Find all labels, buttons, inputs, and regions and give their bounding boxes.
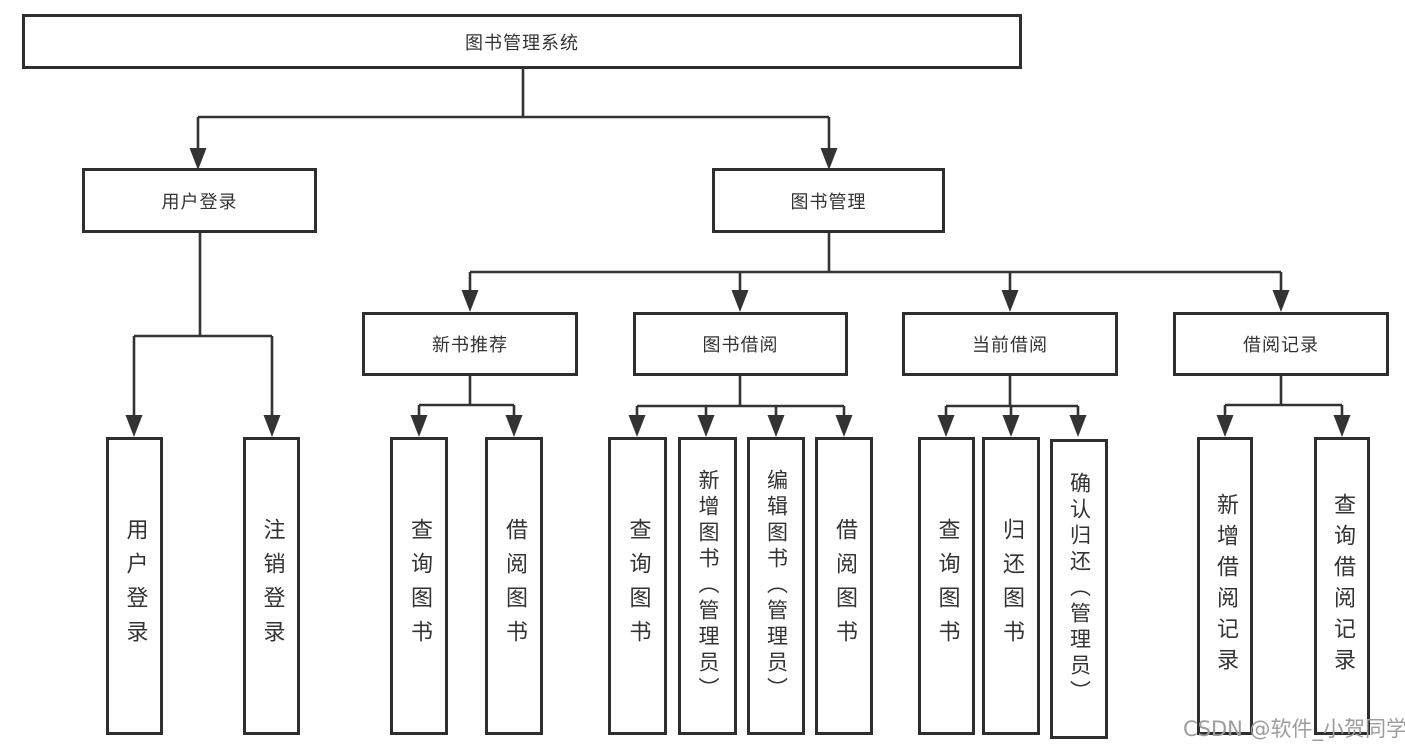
leaf-borrow-books-recommend: 借阅图书	[485, 437, 543, 735]
node-label: 编辑图书（管理员）	[764, 469, 789, 703]
arrowheads	[125, 148, 1351, 437]
node-user-login: 用户登录	[82, 168, 317, 233]
node-label: 借阅图书	[502, 518, 527, 654]
leaf-query-books-recommend: 查询图书	[390, 437, 448, 735]
leaf-add-borrow-record: 新增借阅记录	[1197, 437, 1253, 735]
node-book-borrow: 图书借阅	[633, 312, 848, 376]
leaf-borrow-books: 借阅图书	[815, 437, 873, 735]
leaf-user-login: 用户登录	[106, 437, 163, 735]
leaf-query-books-current: 查询图书	[918, 437, 975, 735]
node-label: 借阅记录	[1243, 335, 1319, 356]
node-label: 用户登录	[161, 191, 238, 213]
node-label: 归还图书	[999, 518, 1024, 654]
leaf-edit-book-admin: 编辑图书（管理员）	[747, 437, 805, 735]
watermark-text: CSDN @软件_小贺同学	[1183, 717, 1405, 741]
leaf-return-book: 归还图书	[982, 437, 1040, 735]
leaf-confirm-return-admin: 确认归还（管理员）	[1050, 439, 1108, 739]
node-label: 查询图书	[934, 518, 960, 654]
node-book-management: 图书管理	[712, 168, 945, 233]
node-label: 图书管理系统	[465, 32, 579, 54]
node-label: 查询图书	[407, 518, 432, 654]
node-label: 新增图书（管理员）	[696, 469, 720, 703]
node-new-book-recommend: 新书推荐	[362, 312, 578, 376]
leaf-query-books-borrow: 查询图书	[608, 437, 667, 735]
node-label: 新书推荐	[432, 335, 508, 356]
node-label: 当前借阅	[972, 335, 1048, 356]
leaf-logout: 注销登录	[243, 437, 300, 735]
node-label: 新增借阅记录	[1213, 493, 1238, 679]
node-library-management-system: 图书管理系统	[22, 14, 1022, 69]
node-label: 确认归还（管理员）	[1067, 472, 1092, 706]
node-label: 注销登录	[259, 518, 285, 654]
leaf-query-borrow-record: 查询借阅记录	[1314, 437, 1370, 735]
node-current-borrow: 当前借阅	[902, 312, 1118, 376]
node-label: 借阅图书	[832, 518, 857, 654]
node-label: 用户登录	[122, 518, 148, 654]
node-label: 图书管理	[790, 191, 867, 213]
node-label: 查询图书	[625, 518, 651, 654]
leaf-add-book-admin: 新增图书（管理员）	[678, 437, 737, 735]
node-label: 图书借阅	[702, 335, 779, 356]
node-borrow-records: 借阅记录	[1173, 312, 1389, 376]
node-label: 查询借阅记录	[1330, 493, 1355, 679]
